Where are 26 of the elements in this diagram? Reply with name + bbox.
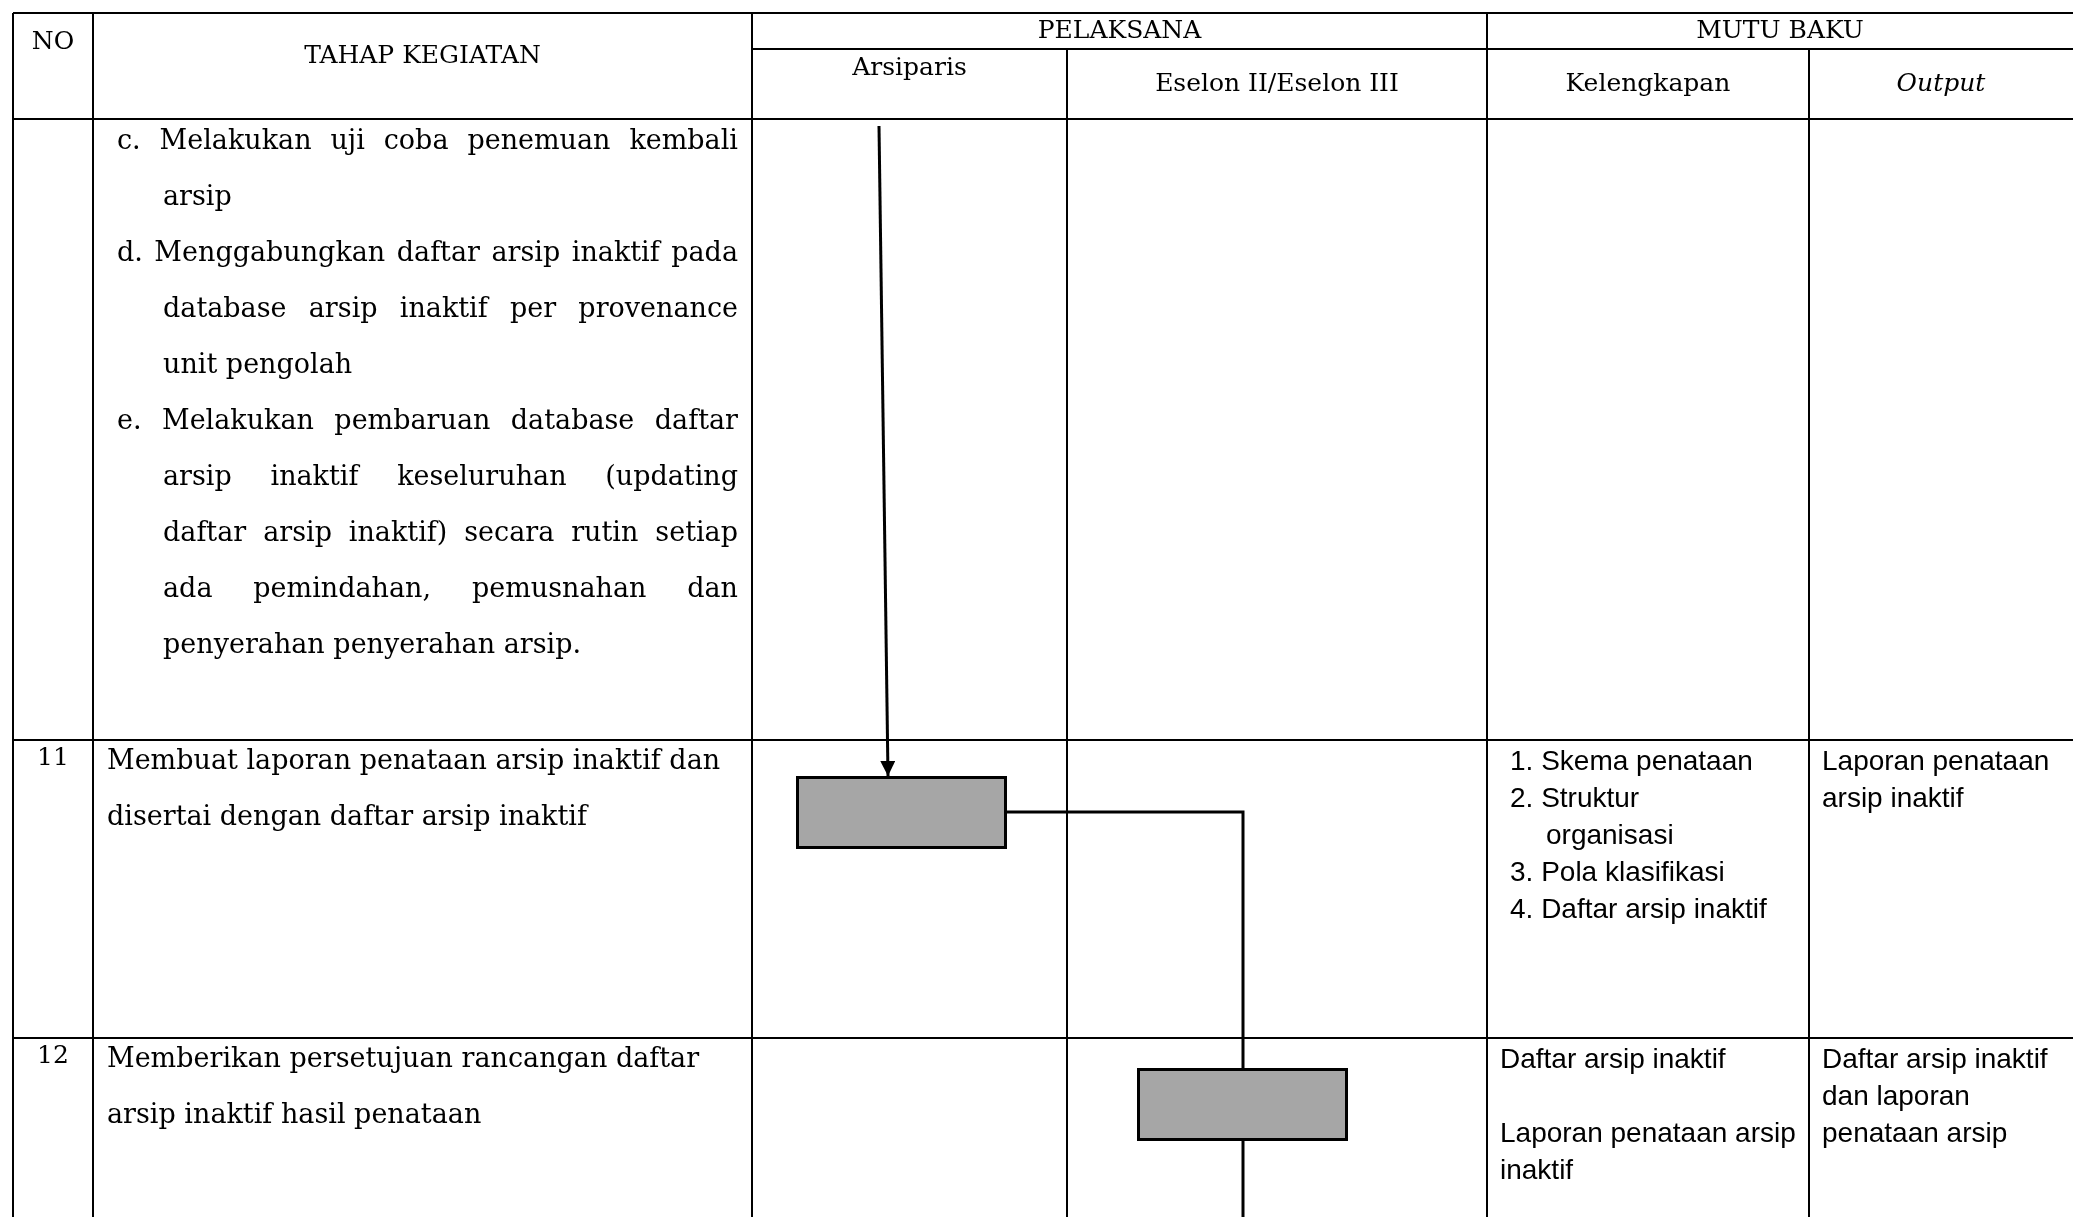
column-header: Arsiparis: [851, 52, 968, 81]
process-box: [796, 776, 1007, 849]
column-header: NO: [30, 26, 76, 55]
connector-line: [1241, 1141, 1245, 1217]
step-text: Membuat laporan penataan arsip inaktif dan disertai dengan daftar arsip inaktif: [107, 743, 722, 833]
list-item: 2. Struktur organisasi: [1510, 781, 1675, 852]
column-header: Output: [1895, 68, 1987, 97]
list-item: 3. Pola klasifikasi: [1510, 855, 1726, 889]
column-header: MUTU BAKU: [1695, 15, 1865, 44]
list-item: 1. Skema penataan: [1510, 744, 1754, 778]
column-header: TAHAP KEGIATAN: [303, 40, 542, 69]
process-box: [1137, 1068, 1348, 1141]
column-header: Kelengkapan: [1564, 68, 1732, 97]
arrow: [877, 126, 896, 776]
kelengkapan-text: Laporan penataan arsip inaktif: [1500, 1116, 1797, 1187]
row-number: 12: [36, 1040, 70, 1069]
list-item: 4. Daftar arsip inaktif: [1510, 892, 1768, 926]
output-text: Laporan penataan arsip inaktif: [1822, 744, 2051, 815]
column-header: Eselon II/Eselon III: [1154, 68, 1400, 97]
kelengkapan-text: Daftar arsip inaktif: [1500, 1042, 1727, 1076]
connector-line: [1007, 810, 1245, 1068]
row-number: 11: [36, 742, 70, 771]
output-text: Daftar arsip inaktif dan laporan penataan arsip: [1822, 1042, 2049, 1150]
step-text: e. Melakukan pembaruan database daftar arsip inaktif keseluruhan (updating daftar arsip inaktif) secara rutin setiap ada pemindahan, pemusnahan dan penyerahan penyerahan arsip.: [117, 403, 738, 661]
step-text: Memberikan persetujuan rancangan daftar arsip inaktif hasil penataan: [107, 1041, 701, 1131]
column-header: PELAKSANA: [1036, 15, 1203, 44]
